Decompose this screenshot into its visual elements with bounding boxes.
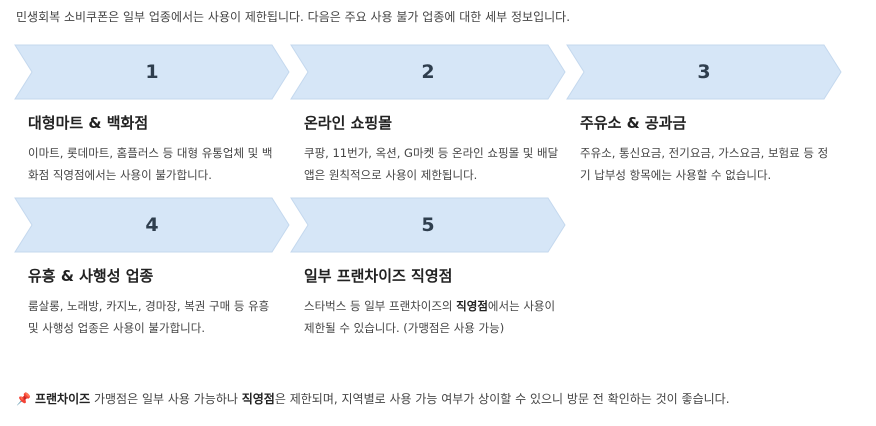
footer-note: 📌프랜차이즈 가맹점은 일부 사용 가능하나 직영점은 제한되며, 지역별로 사… [16,390,730,407]
card-description: 주유소, 통신요금, 전기요금, 가스요금, 보험료 등 정기 납부성 항목에는… [580,146,829,182]
desc-text: 에서는 사용이 제한될 수 있습니다. (가맹점은 사용 가능) [304,299,556,335]
footer-emphasis: 프랜차이즈 [34,392,91,406]
step-number: 3 [697,61,711,83]
step-chevron [290,44,566,100]
card-title: 대형마트 & 백화점 [28,114,149,132]
step-number: 5 [421,214,435,236]
intro-text: 민생회복 소비쿠폰은 일부 업종에서는 사용이 제한됩니다. 다음은 주요 사용… [16,10,571,24]
step-chevron [566,44,842,100]
step-number: 2 [421,61,435,83]
desc-text: 스타벅스 등 일부 프랜차이즈의 [304,299,457,313]
step-number: 1 [145,61,159,83]
card-description: 이마트, 롯데마트, 홈플러스 등 대형 유통업체 및 백화점 직영점에서는 사… [28,146,273,182]
footer-text: 은 제한되며, 지역별로 사용 가능 여부가 상이할 수 있으니 방문 전 확인… [274,392,730,406]
step-chevron [14,44,290,100]
pushpin-icon: 📌 [16,392,31,406]
card-title: 유흥 & 사행성 업종 [28,267,154,285]
card-description: 쿠팡, 11번가, 옥션, G마켓 등 온라인 쇼핑몰 및 배달 앱은 원칙적으… [304,146,559,182]
card-description: 스타벅스 등 일부 프랜차이즈의 직영점에서는 사용이 제한될 수 있습니다. … [304,295,559,339]
card-title: 온라인 쇼핑몰 [304,114,393,132]
step-number: 4 [145,214,159,236]
footer-text: 가맹점은 일부 사용 가능하나 [90,392,242,406]
card-description: 룸살롱, 노래방, 카지노, 경마장, 복권 구매 등 유흥 및 사행성 업종은… [28,299,270,335]
desc-emphasis: 직영점 [456,299,488,313]
step-chevron [14,197,290,253]
card-title: 일부 프랜차이즈 직영점 [304,267,453,285]
step-chevron [290,197,566,253]
footer-emphasis: 직영점 [241,392,275,406]
card-title: 주유소 & 공과금 [580,114,687,132]
